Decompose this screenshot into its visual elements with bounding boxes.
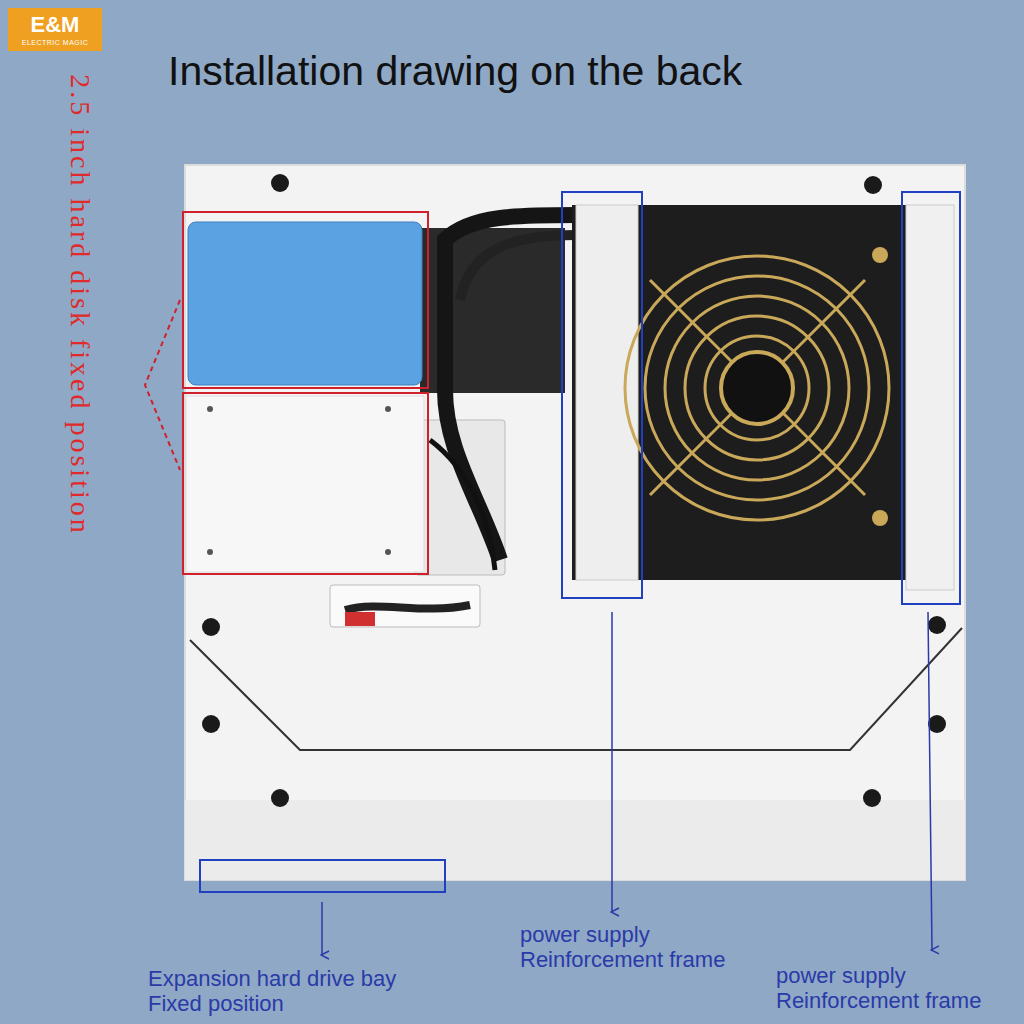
illustration-line [928, 612, 932, 950]
illustration-rect [183, 212, 428, 388]
illustration-circle [645, 276, 869, 500]
illustration-circle [207, 406, 213, 412]
illustration-circle [385, 549, 391, 555]
illustration-circle [385, 406, 391, 412]
psu-frame-label: power supply Reinforcement frame [776, 963, 1016, 1013]
illustration-rect [200, 860, 445, 892]
illustration-polyline [190, 628, 962, 750]
illustration-line [650, 280, 865, 495]
illustration-circle [271, 789, 289, 807]
illustration-path [445, 215, 575, 560]
illustration-rect [345, 612, 375, 626]
illustration-path [460, 235, 575, 300]
brand-logo: E&MELECTRIC MAGIC [8, 8, 102, 51]
illustration-circle [207, 549, 213, 555]
illustration-circle [928, 616, 946, 634]
illustration-circle [928, 715, 946, 733]
illustration-circle [625, 256, 889, 520]
illustration-polygon [185, 800, 965, 880]
illustration-rect [186, 396, 424, 572]
illustration-polygon [185, 165, 965, 880]
illustration-circle [202, 715, 220, 733]
illustration-path [430, 440, 495, 570]
illustration-rect [902, 192, 960, 604]
illustration-rect [906, 205, 954, 590]
illustration-circle [271, 174, 289, 192]
illustration-path [345, 605, 470, 610]
page-title: Installation drawing on the back [168, 48, 742, 95]
illustration-rect [572, 205, 907, 580]
illustration-circle [872, 247, 888, 263]
illustration-circle [202, 618, 220, 636]
hdd-position-label: 2.5 inch hard disk fixed position [64, 74, 96, 535]
illustration-line [321, 902, 323, 955]
logo-brand: ELECTRIC MAGIC [14, 38, 96, 47]
illustration-rect [188, 222, 422, 385]
illustration-rect [576, 205, 638, 580]
psu-frame-label: power supply Reinforcement frame [520, 922, 770, 972]
illustration-polyline [145, 300, 180, 470]
illustration-g [202, 174, 946, 807]
illustration-rect [562, 192, 642, 598]
illustration-rect [330, 585, 480, 627]
illustration-line [611, 612, 613, 912]
illustration-g [625, 256, 889, 520]
illustration-rect [183, 393, 428, 574]
illustration-circle [721, 352, 793, 424]
illustration-line [650, 280, 865, 495]
logo-mark: E&M [14, 12, 96, 38]
illustration-circle [864, 176, 882, 194]
illustration-circle [863, 789, 881, 807]
illustration-circle [872, 510, 888, 526]
expansion-bay-label: Expansion hard drive bay Fixed position [148, 966, 448, 1016]
